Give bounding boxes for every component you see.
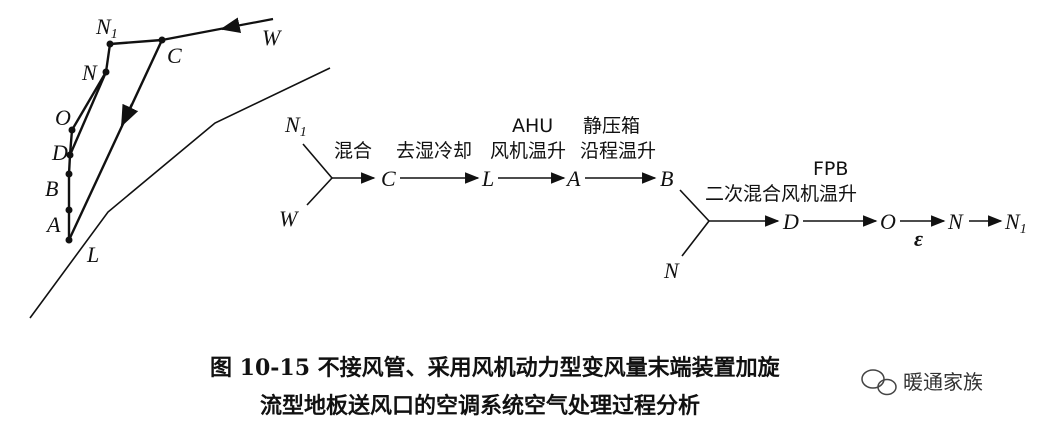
line-C-L	[67, 39, 164, 241]
point-N	[102, 68, 110, 76]
flow-label-O: O	[880, 209, 896, 234]
edge-N1-mix	[302, 143, 333, 179]
flow-label-N: N	[947, 209, 964, 234]
point-C	[158, 36, 166, 44]
point-D	[66, 151, 74, 159]
label-A: A	[45, 212, 61, 237]
point-B	[65, 170, 73, 178]
flow-label-C: C	[381, 166, 396, 191]
point-N1	[106, 40, 114, 48]
label-fpb: FPB	[813, 158, 848, 180]
line-O-N	[70, 71, 108, 131]
flow-diagram: N1 W 混合 C 去湿冷却 L AHU 风机温升 A 静压箱 沿程温升 B N…	[279, 112, 1027, 283]
label-duct-temp-rise: 沿程温升	[580, 140, 656, 162]
line-W-C	[161, 17, 274, 42]
arrow-W-C	[220, 17, 242, 34]
saturation-curve	[29, 67, 331, 319]
flow-label-N1: N1	[284, 112, 307, 140]
label-W: W	[262, 25, 282, 50]
flow-label-B: B	[660, 166, 673, 191]
edge-N-mix2	[681, 220, 710, 257]
line-N1-C	[109, 38, 163, 46]
label-ahu: AHU	[512, 115, 553, 137]
label-mixing: 混合	[334, 140, 372, 162]
flow-label-D: D	[782, 209, 799, 234]
edge-B-mix2	[679, 189, 710, 222]
label-dehumidify-cool: 去湿冷却	[396, 140, 472, 162]
caption-line-2: 流型地板送风口的空调系统空气处理过程分析	[260, 393, 700, 419]
flow-label-W: W	[279, 206, 299, 231]
watermark-text: 暖通家族	[903, 370, 983, 394]
line-N-N1	[104, 43, 112, 73]
label-C: C	[167, 43, 182, 68]
caption-line-1: 图 10-15 不接风管、采用风机动力型变风量末端装置加旋	[210, 355, 781, 381]
point-A	[65, 236, 73, 244]
label-epsilon: ε	[914, 226, 923, 251]
label-L: L	[86, 242, 99, 267]
line-D-N	[68, 71, 108, 156]
flow-label-N1-out: N1	[1004, 209, 1027, 237]
label-B: B	[45, 176, 58, 201]
arrow-C-L	[120, 103, 139, 127]
psychrometric-sketch: N1 C W N O D B A L	[29, 14, 331, 319]
watermark: 暖通家族	[861, 369, 983, 396]
label-N1: N1	[95, 14, 118, 42]
label-D: D	[51, 140, 68, 165]
point-A2	[65, 206, 73, 214]
label-N: N	[81, 60, 98, 85]
label-O: O	[55, 105, 71, 130]
label-plenum: 静压箱	[583, 115, 640, 137]
flow-label-N-in: N	[663, 258, 680, 283]
label-fan-temp-rise: 风机温升	[490, 140, 566, 162]
line-L-A-B-D-O	[67, 129, 74, 240]
edge-W-mix	[306, 177, 333, 206]
flow-label-L: L	[481, 166, 494, 191]
point-O	[68, 126, 76, 134]
label-secondary-mix: 二次混合风机温升	[705, 183, 857, 205]
wechat-icon	[861, 369, 897, 396]
flow-label-A: A	[565, 166, 581, 191]
